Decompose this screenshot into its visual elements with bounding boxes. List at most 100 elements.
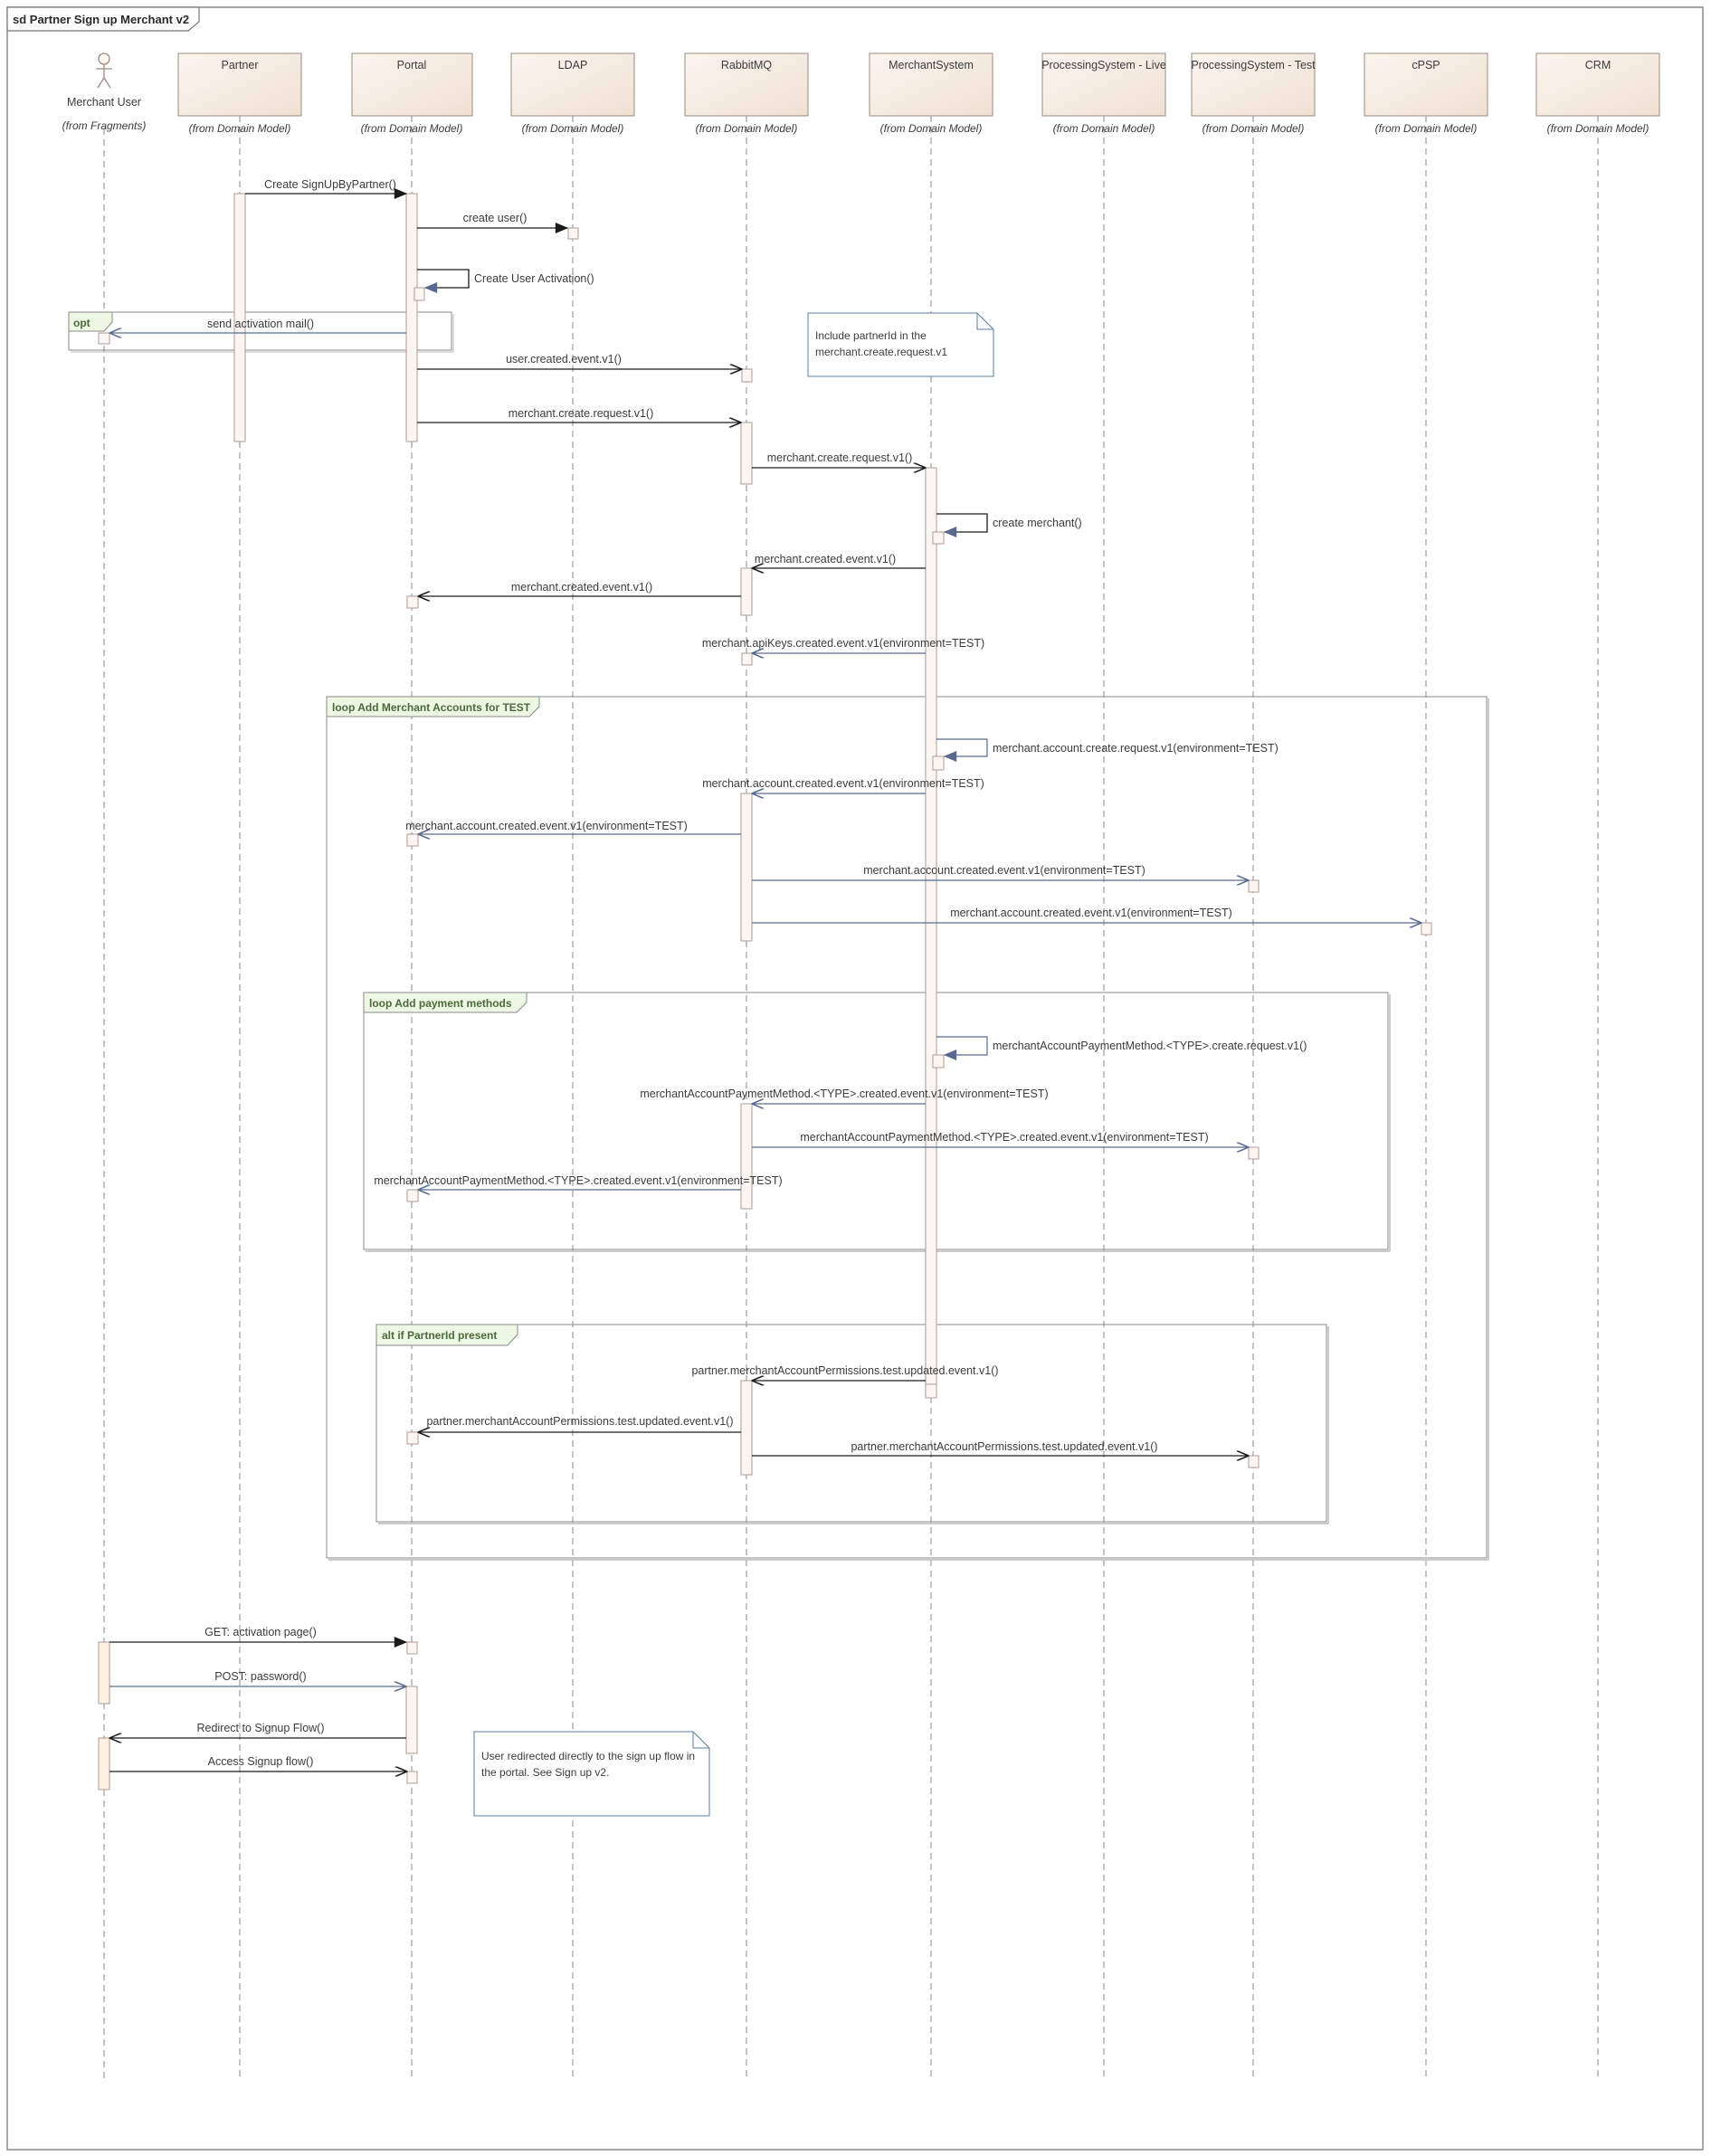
message-redirect-signup-flow[interactable]: Redirect to Signup Flow() [110, 1722, 406, 1738]
participant-box [869, 52, 993, 117]
fragment-frame [363, 992, 1389, 1250]
message-label: merchantAccountPaymentMethod.<TYPE>.crea… [640, 1087, 1048, 1100]
note-partner-id: Include partnerId in the merchant.create… [807, 312, 994, 377]
participant-source: (from Domain Model) [696, 122, 798, 135]
participant-name: MerchantSystem [889, 59, 974, 71]
message-payment-method-created-event-pst[interactable]: merchantAccountPaymentMethod.<TYPE>.crea… [752, 1131, 1248, 1147]
message-create-signup-by-partner[interactable]: Create SignUpByPartner() [245, 178, 408, 199]
activation-bar [925, 467, 937, 1399]
message-create-user[interactable]: create user() [417, 212, 569, 233]
message-label: Create SignUpByPartner() [264, 178, 396, 191]
participant-merchant-user[interactable]: Merchant User (from Fragments) [62, 52, 147, 132]
activation-bar [741, 368, 753, 383]
activation-bar [405, 1686, 418, 1754]
message-merchant-account-created-event-pst[interactable]: merchant.account.created.event.v1(enviro… [752, 864, 1248, 880]
activation-bar [932, 1054, 945, 1069]
activation-bar [740, 422, 753, 485]
message-merchant-account-created-event-portal[interactable]: merchant.account.created.event.v1(enviro… [405, 820, 741, 834]
participant-source: (from Domain Model) [1375, 122, 1478, 135]
messages: Create SignUpByPartner() create user() C… [109, 178, 1421, 1771]
participant-ldap[interactable]: LDAP (from Domain Model) [510, 52, 635, 135]
message-create-user-activation[interactable]: Create User Activation() [417, 269, 594, 293]
message-payment-method-create-request[interactable]: merchantAccountPaymentMethod.<TYPE>.crea… [936, 1036, 1307, 1060]
message-label: GET: activation page() [204, 1626, 317, 1638]
message-merchant-account-created-event-ms[interactable]: merchant.account.created.event.v1(enviro… [702, 777, 984, 793]
message-payment-method-created-event-portal[interactable]: merchantAccountPaymentMethod.<TYPE>.crea… [374, 1174, 783, 1190]
participant-box [1364, 52, 1488, 117]
activation-bar [1248, 879, 1259, 893]
note-text: Include partnerId in the [815, 329, 927, 342]
message-label: merchant.account.created.event.v1(enviro… [702, 777, 984, 790]
message-label: merchant.created.event.v1() [511, 581, 652, 594]
participant-box [510, 52, 635, 117]
activation-bar [741, 652, 753, 666]
participant-box [1535, 52, 1660, 117]
participant-processingsystem-test[interactable]: ProcessingSystem - Test (from Domain Mod… [1191, 52, 1316, 135]
note-text: User redirected directly to the sign up … [481, 1750, 695, 1762]
activation-bar [932, 531, 945, 545]
note-text: merchant.create.request.v1 [815, 346, 947, 358]
message-label: merchant.create.request.v1() [509, 407, 654, 420]
participant-rabbitmq[interactable]: RabbitMQ (from Domain Model) [684, 52, 809, 135]
message-partner-permissions-updated-portal[interactable]: partner.merchantAccountPermissions.test.… [419, 1415, 741, 1432]
message-label: send activation mail() [207, 318, 314, 330]
message-label: partner.merchantAccountPermissions.test.… [691, 1364, 998, 1377]
message-merchant-create-request-rabbit[interactable]: merchant.create.request.v1() [752, 451, 925, 468]
activation-bar [740, 1103, 753, 1210]
participant-processingsystem-live[interactable]: ProcessingSystem - Live (from Domain Mod… [1041, 52, 1166, 135]
fragment-label-tab [68, 311, 113, 332]
message-merchant-create-request-portal[interactable]: merchant.create.request.v1() [417, 407, 740, 423]
participant-source: (from Domain Model) [1053, 122, 1155, 135]
fragment-opt: opt [68, 311, 454, 353]
participant-portal[interactable]: Portal (from Domain Model) [351, 52, 473, 135]
message-label: create merchant() [993, 517, 1082, 529]
fragment-frame [326, 696, 1488, 1559]
message-label: partner.merchantAccountPermissions.test.… [851, 1440, 1157, 1453]
message-merchant-created-event-ms[interactable]: merchant.created.event.v1() [753, 553, 926, 568]
message-merchant-created-event-rabbit[interactable]: merchant.created.event.v1() [419, 581, 741, 596]
participant-merchantsystem[interactable]: MerchantSystem (from Domain Model) [869, 52, 993, 135]
message-merchant-account-create-request[interactable]: merchant.account.create.request.v1(envir… [936, 738, 1278, 762]
message-post-password[interactable]: POST: password() [109, 1670, 405, 1686]
message-partner-permissions-updated-ms[interactable]: partner.merchantAccountPermissions.test.… [691, 1364, 999, 1381]
message-label: merchantAccountPaymentMethod.<TYPE>.crea… [993, 1040, 1307, 1052]
message-get-activation-page[interactable]: GET: activation page() [109, 1626, 408, 1648]
participant-box [177, 52, 302, 117]
message-partner-permissions-updated-pst[interactable]: partner.merchantAccountPermissions.test.… [752, 1440, 1248, 1456]
participant-source: (from Domain Model) [1202, 122, 1305, 135]
activation-bar [98, 1641, 110, 1705]
message-payment-method-created-event-ms[interactable]: merchantAccountPaymentMethod.<TYPE>.crea… [640, 1087, 1049, 1104]
message-label: merchant.account.create.request.v1(envir… [993, 742, 1278, 755]
message-merchant-apikeys-created-event[interactable]: merchant.apiKeys.created.event.v1(enviro… [702, 637, 984, 653]
participant-name: Merchant User [67, 96, 141, 109]
participant-crm[interactable]: CRM (from Domain Model) [1535, 52, 1660, 135]
message-label: merchantAccountPaymentMethod.<TYPE>.crea… [374, 1174, 782, 1187]
participant-name: Portal [397, 59, 427, 71]
activation-bar [740, 1380, 753, 1476]
message-label: create user() [463, 212, 528, 224]
participant-box [1191, 52, 1316, 117]
message-access-signup-flow[interactable]: Access Signup flow() [109, 1755, 406, 1771]
activation-bar [406, 595, 419, 609]
participant-partner[interactable]: Partner (from Domain Model) [177, 52, 302, 135]
activation-bar [567, 227, 579, 240]
participant-source: (from Domain Model) [522, 122, 624, 135]
message-label: merchant.account.created.event.v1(enviro… [863, 864, 1145, 877]
note-body [807, 312, 994, 377]
message-user-created-event[interactable]: user.created.event.v1() [417, 353, 741, 369]
fragment-loop-accounts: loop Add Merchant Accounts for TEST [326, 696, 1489, 1561]
activation-bar [406, 833, 419, 847]
note-body [473, 1731, 710, 1817]
activation-bar [740, 567, 753, 616]
message-merchant-account-created-event-cpsp[interactable]: merchant.account.created.event.v1(enviro… [752, 907, 1421, 923]
fragment-label: loop Add payment methods [369, 997, 512, 1010]
participant-box [1041, 52, 1166, 117]
participant-name: CRM [1585, 59, 1611, 71]
message-label: merchantAccountPaymentMethod.<TYPE>.crea… [800, 1131, 1208, 1144]
participant-source: (from Domain Model) [880, 122, 983, 135]
message-label: partner.merchantAccountPermissions.test.… [426, 1415, 733, 1428]
message-send-activation-mail[interactable]: send activation mail() [110, 318, 406, 333]
participant-cpsp[interactable]: cPSP (from Domain Model) [1364, 52, 1488, 135]
message-create-merchant[interactable]: create merchant() [936, 513, 1082, 537]
